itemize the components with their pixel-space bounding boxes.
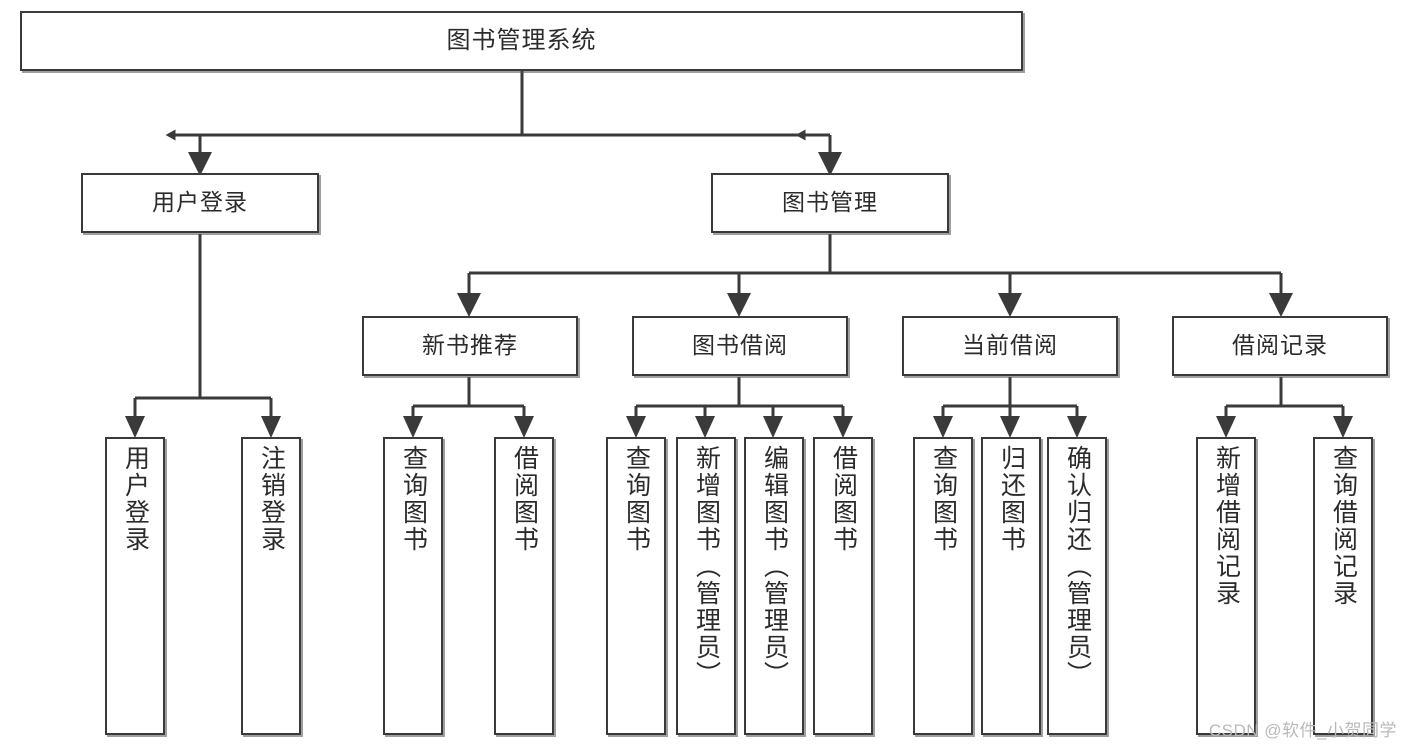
node-label: 查询借阅记录 <box>1329 445 1358 607</box>
node-label: 图书管理 <box>782 189 878 216</box>
node-label: 图书管理系统 <box>446 26 597 54</box>
node-label: 查询图书 <box>929 445 958 553</box>
leaf-logout-login[interactable]: 注销登录 <box>241 437 301 735</box>
node-user-login[interactable]: 用户登录 <box>81 173 319 233</box>
leaf-return-book[interactable]: 归还图书 <box>981 437 1041 735</box>
leaf-query-borrow-record[interactable]: 查询借阅记录 <box>1313 437 1373 735</box>
node-label: 当前借阅 <box>962 332 1058 359</box>
node-new-book-recommend[interactable]: 新书推荐 <box>362 316 578 376</box>
node-label: 确认归还（管理员） <box>1063 445 1092 688</box>
leaf-borrow-book-recommend[interactable]: 借阅图书 <box>494 437 554 735</box>
node-borrow-record[interactable]: 借阅记录 <box>1172 316 1388 376</box>
node-label: 借阅记录 <box>1232 332 1328 359</box>
leaf-edit-book-admin[interactable]: 编辑图书（管理员） <box>744 437 804 735</box>
node-label: 新增借阅记录 <box>1212 445 1241 607</box>
node-label: 查询图书 <box>399 445 428 553</box>
leaf-query-book-current[interactable]: 查询图书 <box>913 437 973 735</box>
node-label: 注销登录 <box>257 445 286 553</box>
node-root-system[interactable]: 图书管理系统 <box>20 11 1023 71</box>
node-label: 新增图书（管理员） <box>692 445 721 688</box>
node-book-management[interactable]: 图书管理 <box>711 173 949 233</box>
leaf-borrow-book[interactable]: 借阅图书 <box>813 437 873 735</box>
node-label: 借阅图书 <box>829 445 858 553</box>
node-label: 借阅图书 <box>510 445 539 553</box>
watermark: CSDN @软件_小贺同学 <box>1208 721 1397 740</box>
node-book-borrow[interactable]: 图书借阅 <box>632 316 848 376</box>
node-label: 归还图书 <box>997 445 1026 553</box>
node-label: 用户登录 <box>152 189 248 216</box>
leaf-query-book-recommend[interactable]: 查询图书 <box>383 437 443 735</box>
node-label: 新书推荐 <box>422 332 518 359</box>
node-label: 编辑图书（管理员） <box>760 445 789 688</box>
leaf-user-login[interactable]: 用户登录 <box>105 437 165 735</box>
node-current-borrow[interactable]: 当前借阅 <box>902 316 1118 376</box>
node-label: 查询图书 <box>622 445 651 553</box>
leaf-add-book-admin[interactable]: 新增图书（管理员） <box>676 437 736 735</box>
leaf-query-book-borrow[interactable]: 查询图书 <box>606 437 666 735</box>
node-label: 用户登录 <box>121 445 150 553</box>
node-label: 图书借阅 <box>692 332 788 359</box>
leaf-confirm-return-admin[interactable]: 确认归还（管理员） <box>1047 437 1107 735</box>
leaf-add-borrow-record[interactable]: 新增借阅记录 <box>1196 437 1256 735</box>
